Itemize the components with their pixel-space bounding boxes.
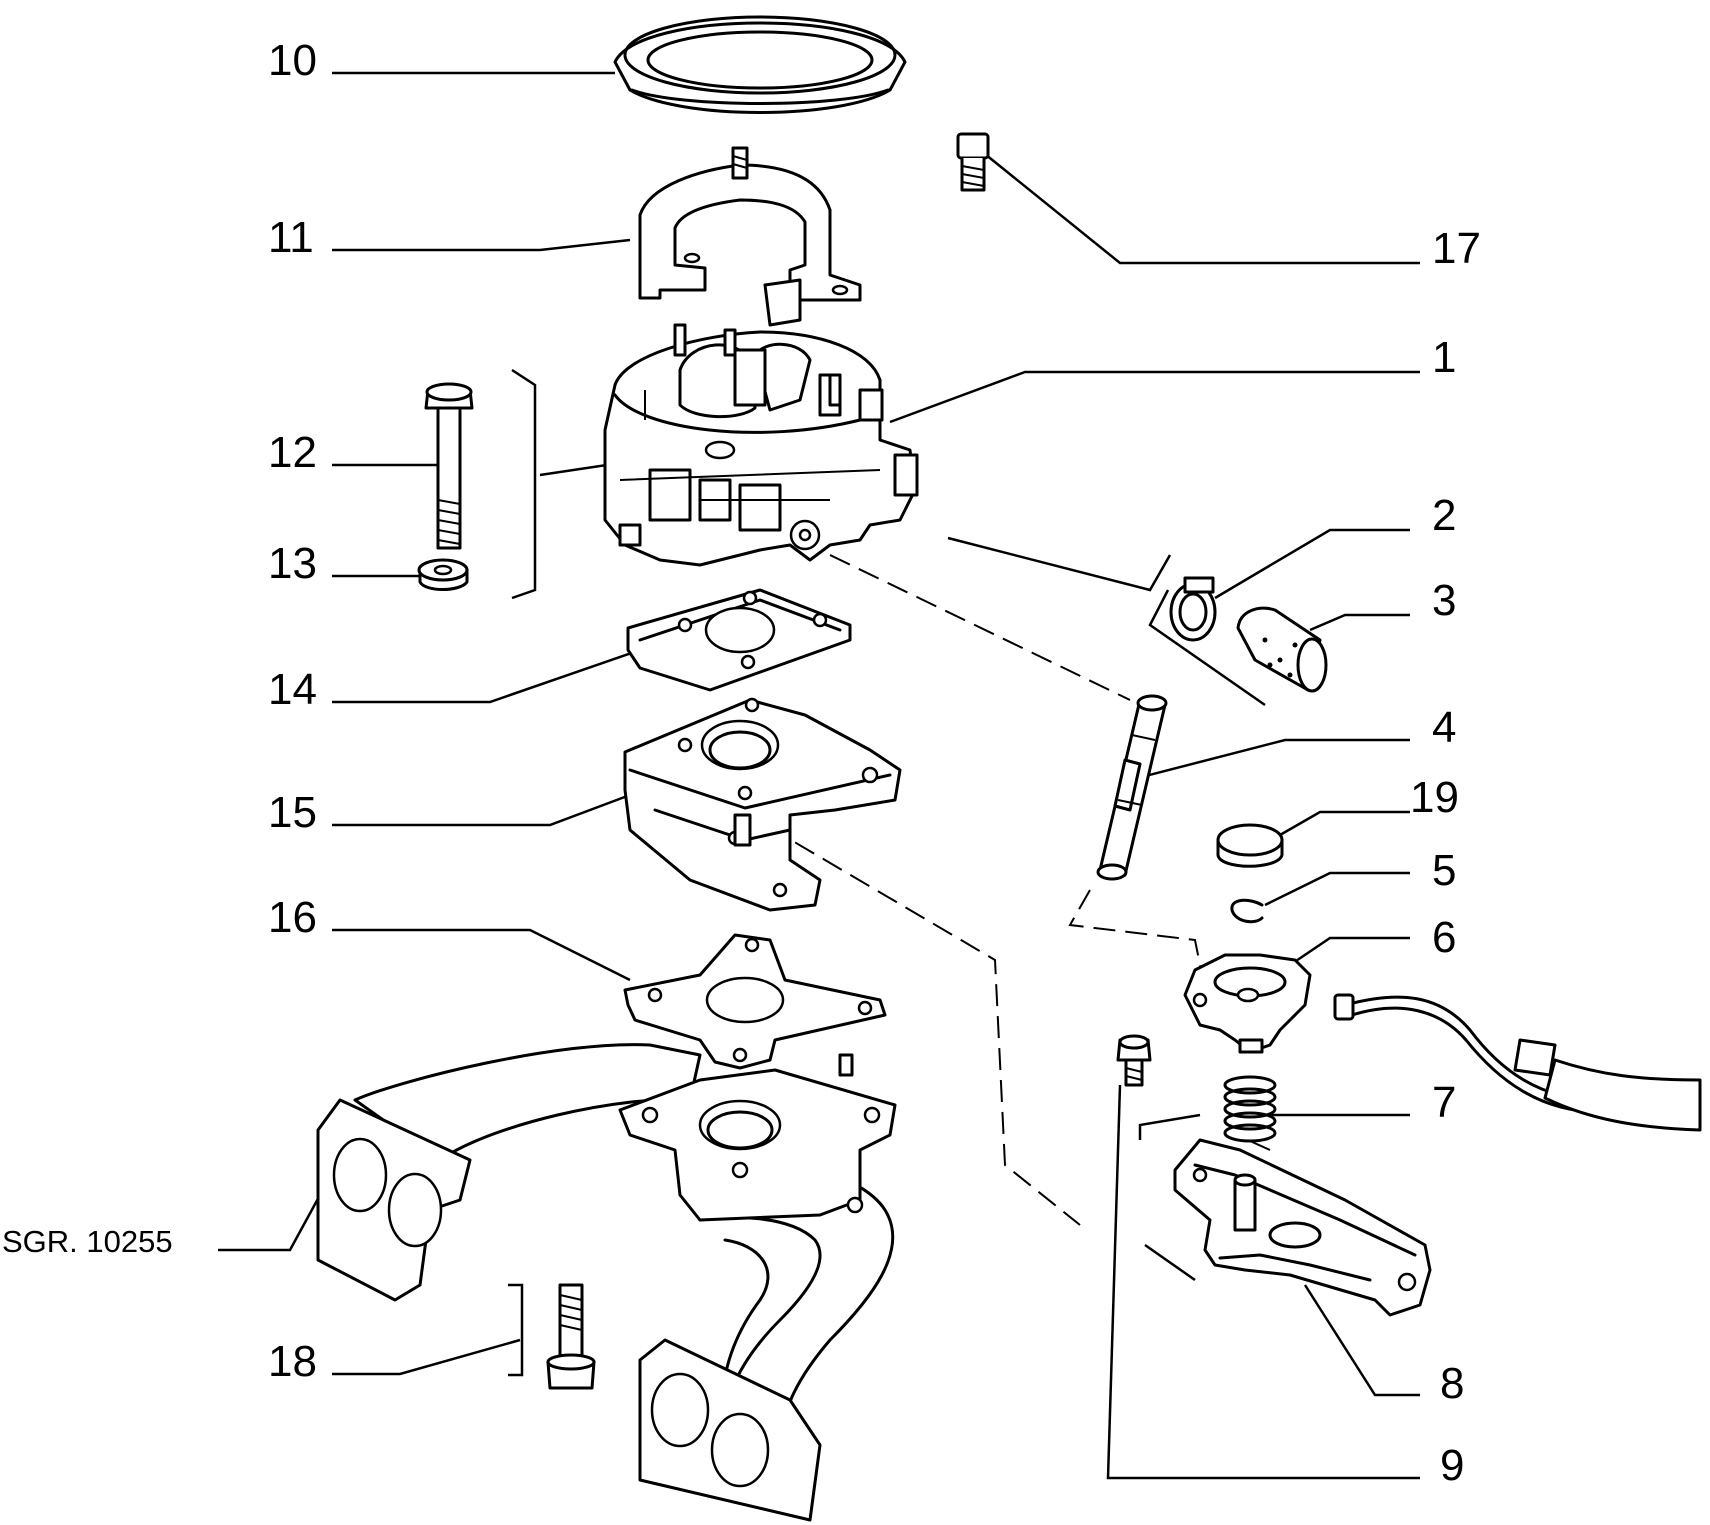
part-15-spacer-flange [623,697,902,912]
label-10: 10 [268,36,317,85]
label-8: 8 [1440,1359,1464,1408]
part-17-screw [956,132,990,192]
dash-pin-to-carb [829,554,1131,701]
leader-19 [1279,810,1410,837]
part-12-bolt [424,382,474,550]
bracket-2-3 [947,536,1172,592]
part-6-sensor-housing [1183,953,1702,1132]
part-5-clip [1230,898,1264,924]
part-18-stud [546,1283,596,1390]
part-10-seal-ring [613,15,907,114]
label-9: 9 [1440,1441,1464,1490]
label-12: 12 [268,428,317,477]
label-5: 5 [1432,846,1456,895]
part-9-screw [1116,1034,1152,1087]
reference-code: SGR. 10255 [2,1224,173,1259]
leader-6 [1289,936,1410,967]
part-8-bracket [1173,1138,1432,1317]
label-15: 15 [268,788,317,837]
label-6: 6 [1432,913,1456,962]
part-11-bracket [638,146,862,327]
leader-4 [1129,738,1410,782]
part-19-cap [1216,823,1284,868]
leader-11 [332,238,631,252]
leader-9 [1106,1084,1420,1480]
leader-18 [332,1338,521,1376]
label-14: 14 [268,665,317,714]
bracket-2-3b [1148,589,1266,707]
bracket-9 [1138,1113,1201,1140]
label-2: 2 [1432,491,1456,540]
dash-flange-to-bracket [739,809,1081,1226]
part-2-hose-clamp [1169,576,1217,642]
part-7-spring [1223,1075,1277,1151]
dim-18 [508,1283,524,1377]
leader-15 [332,793,631,827]
label-19: 19 [1410,773,1459,822]
label-7: 7 [1432,1078,1456,1127]
part-14-gasket [626,588,852,692]
leader-5 [1264,871,1410,907]
part-3-sleeve [1236,606,1328,693]
leader-16 [332,928,631,982]
part-4-rod [1096,694,1168,881]
label-17: 17 [1432,224,1481,273]
leader-1 [889,370,1420,424]
leader-3 [1309,613,1410,632]
label-11: 11 [268,213,314,262]
part-13-nut [417,558,469,591]
leader-ref [218,1194,322,1252]
leader-2 [1214,528,1410,600]
label-16: 16 [268,893,317,942]
label-1: 1 [1432,333,1456,382]
dash-pin-to-cap [1068,889,1206,991]
part-1-carburetor [603,323,919,567]
leader-14 [332,648,641,704]
assembly-lines [739,554,1206,1226]
bracket-9b [1144,1243,1196,1282]
leader-17 [979,149,1420,265]
label-18: 18 [268,1337,317,1386]
bracket-12-13 [511,368,537,600]
label-3: 3 [1432,576,1456,625]
label-13: 13 [268,539,317,588]
intake-manifold [316,1043,897,1522]
part-16-gasket [623,933,887,1070]
leader-8 [1303,1284,1420,1397]
part-labels: 10 11 12 13 14 15 16 18 17 1 2 3 4 19 5 … [2,36,1481,1490]
label-4: 4 [1432,703,1456,752]
